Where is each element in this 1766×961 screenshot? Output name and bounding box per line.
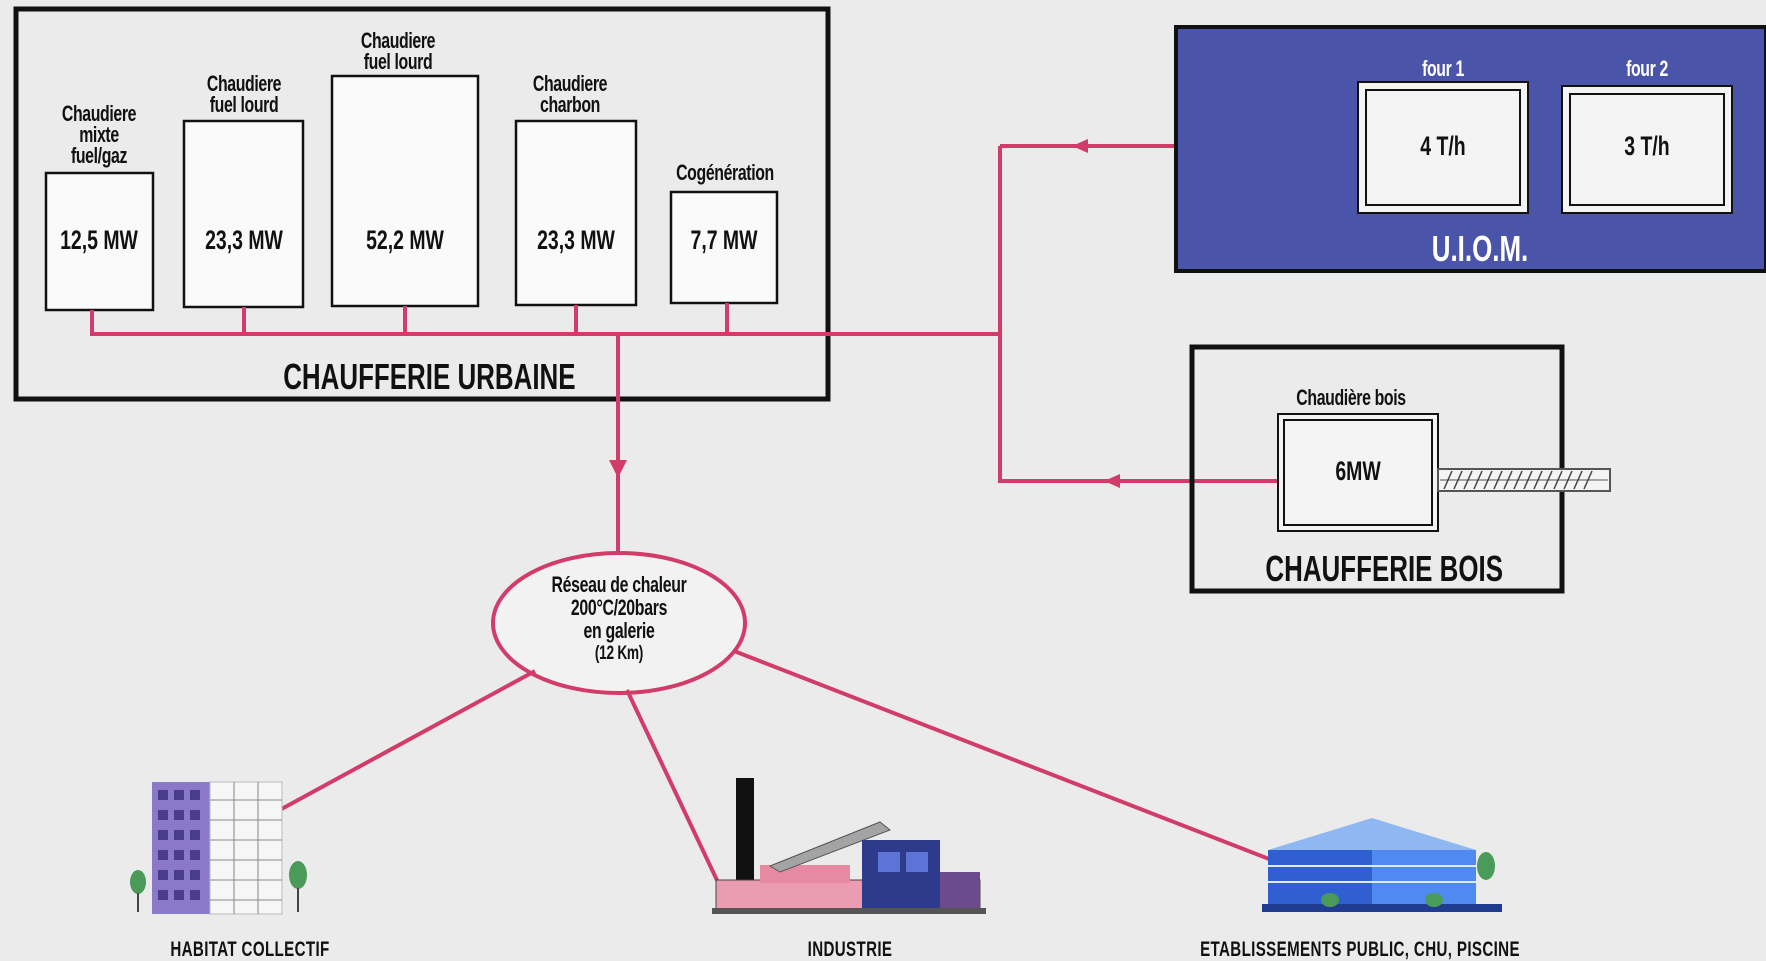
boiler-4-label-line-2: charbon xyxy=(540,92,600,117)
boiler-3-label: Chaudiere fuel lourd xyxy=(349,28,447,74)
boiler-3-power: 52,2 MW xyxy=(366,225,444,255)
boiler-5-label: Cogénération xyxy=(664,160,786,185)
furnace-1-label: four 1 xyxy=(1422,56,1464,81)
network-line-4: (12 Km) xyxy=(594,643,644,664)
boiler-box-1 xyxy=(44,171,155,312)
boiler-1-label-line-3: fuel/gaz xyxy=(70,143,128,168)
boiler-box-5 xyxy=(669,190,779,305)
boiler-1-label-line-1: Chaudiere xyxy=(61,101,137,126)
boiler-2-power: 23,3 MW xyxy=(205,225,283,255)
boiler-2-label-line-2: fuel lourd xyxy=(209,92,279,117)
consumer-housing-label: HABITAT COLLECTIF xyxy=(170,938,330,961)
consumer-public-label: ETABLISSEMENTS PUBLIC, CHU, PISCINE xyxy=(1200,938,1520,961)
network-line-3: en galerie xyxy=(583,618,655,643)
boiler-box-3 xyxy=(330,74,480,308)
public-building-icon xyxy=(1262,818,1502,912)
boiler-5-label-line-1: Cogénération xyxy=(676,160,774,185)
network-line-1: Réseau de chaleur xyxy=(551,572,687,597)
boiler-5-power: 7,7 MW xyxy=(690,225,758,255)
boiler-4-label: Chaudiere charbon xyxy=(521,71,619,117)
network-line-2: 200°C/20bars xyxy=(570,595,668,620)
wood-plant-title: CHAUFFERIE BOIS xyxy=(1265,548,1504,589)
housing-building-icon xyxy=(130,781,307,915)
wood-boiler-box-inner xyxy=(1283,419,1433,526)
boiler-4-label-line-1: Chaudiere xyxy=(532,71,608,96)
wood-feed-screw xyxy=(1437,468,1611,492)
flow-arrows xyxy=(609,139,1120,488)
industry-factory-icon xyxy=(712,778,986,914)
furnace-1-capacity: 4 T/h xyxy=(1420,131,1466,161)
boiler-box-2 xyxy=(182,119,305,309)
wood-boiler-power: 6MW xyxy=(1335,456,1381,486)
boiler-box-4 xyxy=(514,119,638,307)
furnace-box-1 xyxy=(1357,81,1529,214)
urban-plant-frame xyxy=(13,6,831,402)
furnace-2-label: four 2 xyxy=(1626,56,1668,81)
boiler-3-label-line-1: Chaudiere xyxy=(360,28,436,53)
uiom-title: U.I.O.M. xyxy=(1431,228,1529,269)
wood-boiler-label: Chaudière bois xyxy=(1296,385,1406,410)
boiler-1-power: 12,5 MW xyxy=(60,225,138,255)
boiler-2-label: Chaudiere fuel lourd xyxy=(195,71,293,117)
furnace-box-1-inner xyxy=(1365,89,1521,206)
urban-plant-title: CHAUFFERIE URBAINE xyxy=(283,356,576,397)
furnace-box-2-inner xyxy=(1569,93,1725,206)
boiler-1-label-line-2: mixte xyxy=(79,122,119,147)
network-hub-ellipse xyxy=(491,551,747,695)
boiler-4-power: 23,3 MW xyxy=(537,225,615,255)
consumer-industry-label: INDUSTRIE xyxy=(807,938,893,961)
boiler-3-label-line-2: fuel lourd xyxy=(363,49,433,74)
furnace-box-2 xyxy=(1561,85,1733,214)
boiler-1-label: Chaudiere mixte fuel/gaz xyxy=(54,101,145,168)
distribution-lines xyxy=(275,649,1283,896)
wood-boiler-box xyxy=(1277,413,1439,532)
boiler-2-label-line-1: Chaudiere xyxy=(206,71,282,96)
furnace-2-capacity: 3 T/h xyxy=(1624,131,1670,161)
network-hub-label: Réseau de chaleur 200°C/20bars en galeri… xyxy=(540,573,698,665)
